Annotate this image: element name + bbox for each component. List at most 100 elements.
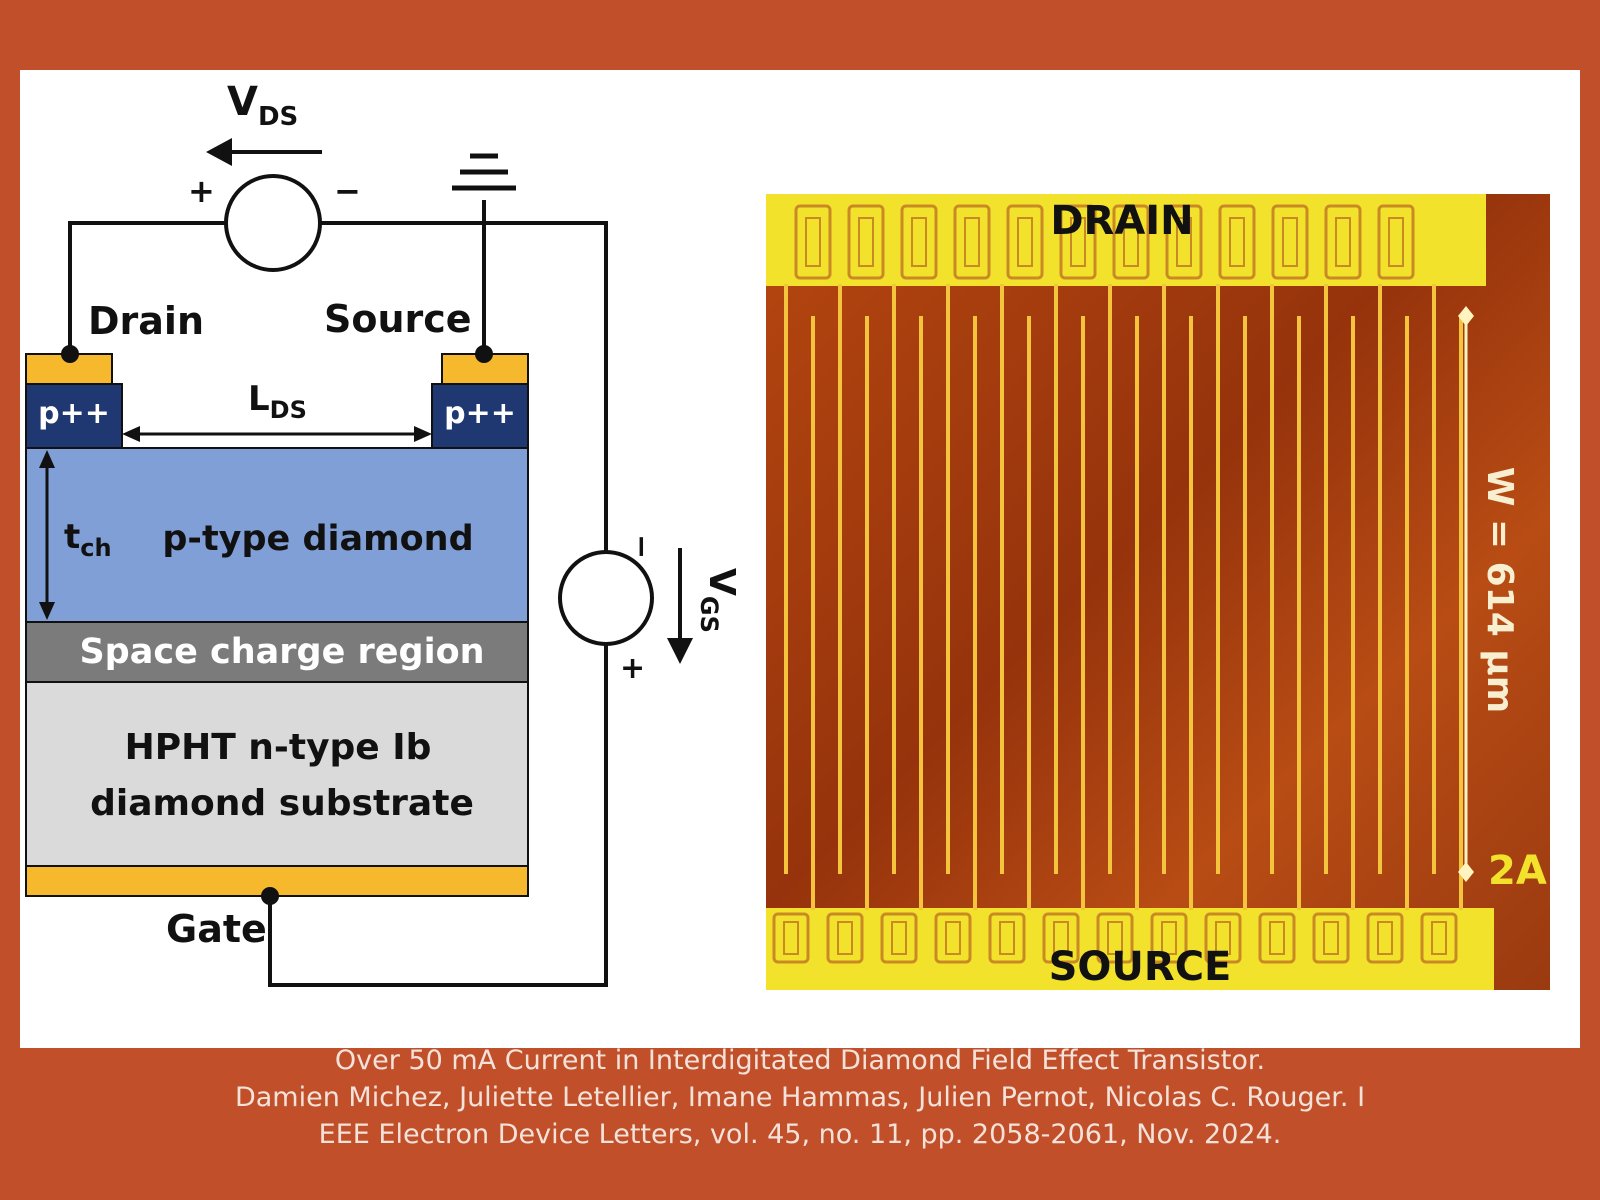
caption-authors: Damien Michez, Juliette Letellier, Imane… <box>234 1082 1366 1113</box>
pad-cell <box>826 912 864 964</box>
lds-arrow-icon <box>122 426 432 442</box>
drain-pad-cells <box>794 204 1415 280</box>
finger <box>1054 284 1058 874</box>
finger <box>1216 284 1220 874</box>
pad-cell <box>1377 204 1415 280</box>
pad-cell <box>1218 204 1256 280</box>
pad-cell-inner <box>1269 921 1285 955</box>
vds-arrowhead-icon <box>206 138 232 166</box>
vgs-arrowhead-icon <box>667 638 693 664</box>
pad-cell-inner <box>1017 217 1033 267</box>
pad-cell-inner <box>964 217 980 267</box>
substrate-label-2: diamond substrate <box>90 783 474 824</box>
pad-cell <box>1059 204 1097 280</box>
p-plus-right-label: p++ <box>444 396 516 431</box>
pad-cell <box>1324 204 1362 280</box>
finger <box>1189 316 1193 910</box>
tch-label: tch <box>64 517 112 562</box>
finger <box>892 284 896 874</box>
finger <box>784 284 788 874</box>
pad-cell-inner <box>805 217 821 267</box>
pad-cell <box>1204 912 1242 964</box>
gate-node <box>261 887 279 905</box>
finger <box>1297 316 1301 910</box>
finger <box>946 284 950 874</box>
pad-cell-inner <box>911 217 927 267</box>
source-pad <box>766 908 1494 990</box>
source-pad-label: SOURCE <box>1049 944 1232 990</box>
pad-cell-inner <box>1161 921 1177 955</box>
pad-cell-inner <box>945 921 961 955</box>
source-pad-cells <box>772 912 1458 964</box>
gate-label: Gate <box>166 907 267 951</box>
caption-title: Over 50 mA Current in Interdigitated Dia… <box>334 1045 1266 1076</box>
lds-label: LDS <box>248 379 307 424</box>
pad-cell-inner <box>1123 217 1139 267</box>
finger <box>1081 316 1085 910</box>
p-type-label: p-type diamond <box>162 519 473 559</box>
finger <box>919 316 923 910</box>
device-micrograph: DRAIN SOURCE W = 614 µm 2A <box>766 194 1550 990</box>
vgs-plus: + <box>620 651 645 686</box>
pad-cell <box>847 204 885 280</box>
drain-pad <box>766 194 1486 286</box>
interdigitated-fingers <box>784 284 1463 910</box>
pad-cell <box>772 912 810 964</box>
pad-cell <box>1258 912 1296 964</box>
pad-cell-inner <box>1282 217 1298 267</box>
pad-cell <box>1366 912 1404 964</box>
pad-cell <box>1112 204 1150 280</box>
pad-cell <box>1312 912 1350 964</box>
tch-arrow-icon <box>39 450 55 620</box>
chip-area <box>766 194 1550 990</box>
drain-node <box>61 345 79 363</box>
pad-cell-inner <box>837 921 853 955</box>
vds-minus: − <box>334 172 361 210</box>
pad-cell <box>900 204 938 280</box>
finger <box>1000 284 1004 874</box>
finger <box>1405 316 1409 910</box>
vds-source-icon <box>224 174 322 272</box>
pad-cell-inner <box>1323 921 1339 955</box>
gate-contact <box>25 865 529 897</box>
finger <box>1432 284 1436 874</box>
pad-cell-inner <box>1377 921 1393 955</box>
finger <box>865 316 869 910</box>
pad-cell <box>953 204 991 280</box>
drain-label: Drain <box>88 299 204 343</box>
layer-stack <box>25 353 529 897</box>
caption-citation: EEE Electron Device Letters, vol. 45, no… <box>318 1119 1282 1150</box>
pad-cell-inner <box>1053 921 1069 955</box>
pad-cell <box>1096 912 1134 964</box>
vds-label: VDS <box>227 79 298 132</box>
finger <box>1459 316 1463 910</box>
finger <box>1135 316 1139 910</box>
finger <box>1351 316 1355 910</box>
source-label: Source <box>324 297 472 341</box>
fet-schematic: VDS + − Drain Source p++ p++ LDS <box>25 79 742 987</box>
pad-cell <box>1042 912 1080 964</box>
finger <box>1108 284 1112 874</box>
pad-cell-inner <box>783 921 799 955</box>
pad-cell-inner <box>1107 921 1123 955</box>
pad-cell-inner <box>1335 217 1351 267</box>
space-charge-layer <box>25 621 529 683</box>
pad-cell <box>934 912 972 964</box>
pad-cell-inner <box>858 217 874 267</box>
substrate-label-1: HPHT n-type Ib <box>125 727 432 768</box>
p-plus-left <box>25 383 123 449</box>
finger <box>1324 284 1328 874</box>
drain-pad-label: DRAIN <box>1050 198 1193 244</box>
finger <box>811 316 815 910</box>
finger <box>1027 316 1031 910</box>
vgs-label: VGS <box>695 568 742 633</box>
width-label: W = 614 µm <box>1479 467 1520 714</box>
source-node <box>475 345 493 363</box>
circuit-wires <box>68 200 608 987</box>
pad-cell-inner <box>1215 921 1231 955</box>
pad-cell <box>1420 912 1458 964</box>
finger <box>1243 316 1247 910</box>
pad-cell <box>880 912 918 964</box>
pad-cell <box>1271 204 1309 280</box>
pad-cell-inner <box>1431 921 1447 955</box>
